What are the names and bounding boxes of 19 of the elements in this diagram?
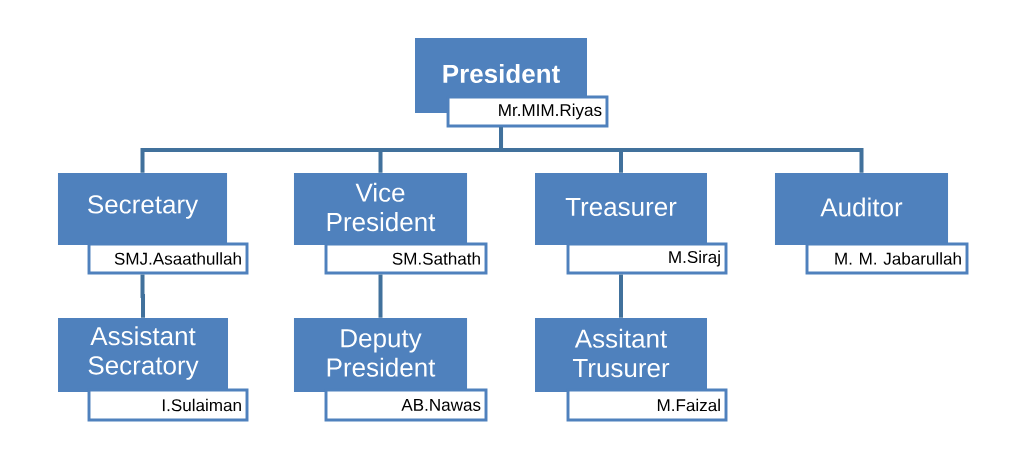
name-tag: SMJ.Asaathullah: [87, 242, 249, 275]
title-box: Assitant Trusurer: [535, 318, 707, 392]
title-box: Secretary: [58, 173, 228, 245]
name-tag: M.Faizal: [566, 388, 728, 422]
name-tag: M. M. Jabarullah: [805, 242, 969, 275]
name-tag: Mr.MIM.Riyas: [446, 95, 609, 128]
title-box: Auditor: [774, 173, 949, 245]
connector-line: [619, 274, 623, 318]
name-tag: I.Sulaiman: [87, 388, 249, 422]
title-box: Vice President: [293, 173, 468, 245]
connector-line: [378, 274, 383, 318]
name-tag: M.Siraj: [566, 242, 728, 275]
name-tag: AB.Nawas: [324, 388, 488, 422]
title-box: Treasurer: [535, 173, 707, 245]
title-box: Deputy President: [293, 318, 468, 392]
connector-line: [140, 274, 145, 318]
title-box: Assistant Secratory: [58, 318, 228, 392]
name-tag: SM.Sathath: [324, 242, 488, 275]
connector-line: [499, 127, 864, 173]
